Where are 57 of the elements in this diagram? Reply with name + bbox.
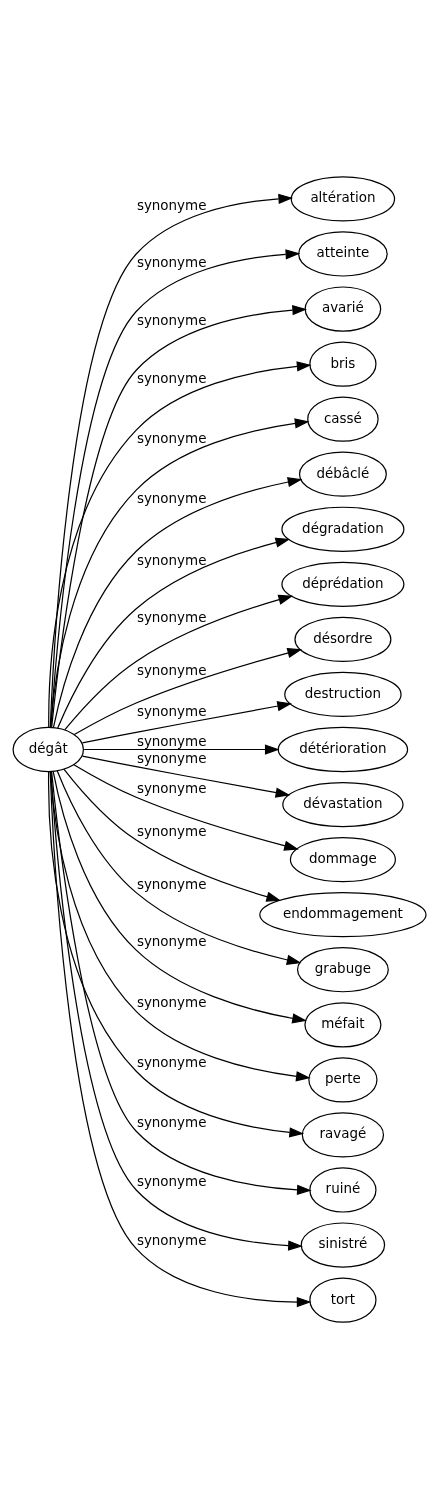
node-ellipse: méfait [304, 1002, 382, 1048]
arrow [64, 594, 294, 731]
edge-label: synonyme [136, 876, 207, 892]
node-ellipse: désordre [294, 616, 392, 662]
node-ellipse: atteinte [298, 231, 388, 277]
node-ellipse: bris [309, 341, 377, 387]
arrow [81, 701, 292, 744]
node-ellipse: grabuge [296, 947, 389, 993]
node-ellipse: sinistré [300, 1222, 386, 1268]
edge-label: synonyme [136, 1055, 207, 1071]
arrow [73, 648, 303, 736]
edge-label: synonyme [136, 995, 207, 1011]
edge-label: synonyme [136, 255, 207, 271]
edge-label: synonyme [136, 704, 207, 720]
arrow [48, 361, 312, 728]
edge-label: synonyme [136, 371, 207, 387]
edge-label: synonyme [136, 1115, 207, 1131]
edge-label: synonyme [136, 1232, 207, 1248]
arrow [49, 770, 311, 1082]
node-ellipse: destruction [284, 671, 402, 718]
edge-label: synonyme [136, 934, 207, 950]
arrow [57, 537, 291, 729]
node-ellipse: déprédation [281, 561, 405, 607]
edge-label: synonyme [136, 431, 207, 447]
node-ellipse: ruiné [309, 1167, 377, 1213]
node-ellipse: dégât [12, 726, 84, 773]
arrow [49, 418, 310, 729]
node-ellipse: cassé [307, 396, 379, 442]
node-ellipse: tort [309, 1277, 377, 1323]
edge-label: synonyme [136, 552, 207, 568]
edge-label: synonyme [136, 662, 207, 678]
node-ellipse: altération [290, 176, 396, 222]
edge-label: synonyme [136, 824, 207, 840]
node-ellipse: dévastation [282, 781, 404, 828]
arrow [48, 771, 305, 1138]
edge-label: synonyme [136, 610, 207, 626]
node-ellipse: débâclé [298, 451, 387, 497]
node-ellipse: perte [308, 1057, 378, 1103]
node-ellipse: avarié [304, 286, 382, 332]
arrow [52, 477, 303, 729]
edge-label: synonyme [136, 781, 207, 797]
arrow [52, 770, 307, 1024]
arrow [73, 764, 299, 851]
node-ellipse: dommage [289, 837, 396, 883]
edge-label: synonyme [136, 197, 207, 213]
edge-label: synonyme [136, 750, 207, 766]
node-ellipse: détérioration [277, 726, 409, 773]
edge-label: synonyme [136, 491, 207, 507]
arrow [81, 755, 291, 798]
edge-label: synonyme [136, 312, 207, 328]
edge-label: synonyme [136, 733, 207, 749]
arrow [56, 770, 302, 965]
arrow [63, 768, 282, 902]
edge-label: synonyme [136, 1174, 207, 1190]
node-ellipse: dégradation [281, 506, 405, 552]
arrow [83, 744, 280, 755]
node-ellipse: ravagé [301, 1112, 385, 1158]
